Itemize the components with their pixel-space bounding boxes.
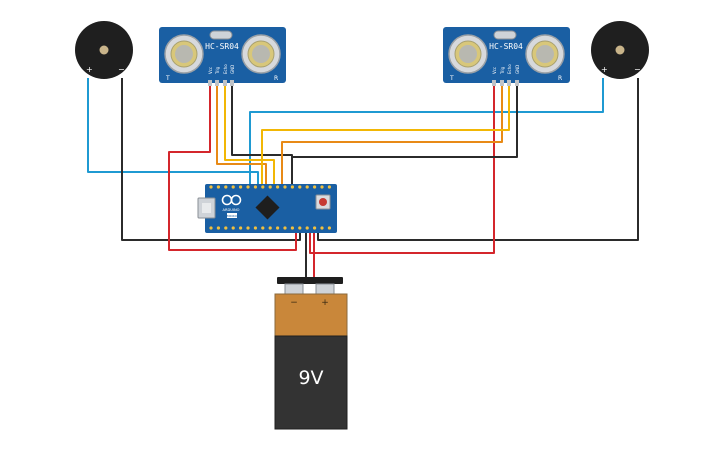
arduino-header-pin	[209, 185, 213, 189]
sensor-left-pin-vcc: Vcc	[208, 67, 213, 74]
ultrasonic-sensor-right[interactable]: HC-SR04 T R Vcc Trig Echo GND	[443, 27, 570, 86]
arduino-brand-label: ARDUINO	[223, 208, 240, 212]
arduino-header-pin	[305, 185, 309, 189]
arduino-header-pin	[327, 226, 331, 230]
wires	[87, 78, 639, 282]
microcontroller-chip	[255, 195, 280, 220]
sensor-right-pin-vcc: Vcc	[492, 67, 497, 74]
arduino-header-pin	[268, 185, 272, 189]
arduino-header-pin	[305, 226, 309, 230]
arduino-header-pin	[290, 226, 294, 230]
sensor-right-pin-echo: Echo	[507, 64, 512, 74]
battery-cap	[277, 277, 343, 284]
arduino-header-pin	[224, 185, 228, 189]
wire-right-buzzer-minus[interactable]	[317, 78, 639, 241]
arduino-header-pin	[313, 226, 317, 230]
sensor-right-transmitter	[448, 34, 488, 74]
buzzer-left-plus-label: +	[86, 65, 93, 74]
arduino-model-label: MICRO	[227, 214, 238, 218]
arduino-header-pin	[216, 185, 220, 189]
arduino-header-pin	[290, 185, 294, 189]
arduino-header-pin	[231, 226, 235, 230]
arduino-header-pin	[276, 226, 280, 230]
buzzer-right-plus-label: +	[601, 65, 608, 74]
battery-plus-label: +	[321, 298, 329, 308]
sensor-left-crystal	[209, 30, 233, 40]
arduino-header-pin	[268, 226, 272, 230]
wire-left-buzzer-minus[interactable]	[121, 78, 301, 241]
arduino-header-pin	[253, 185, 257, 189]
ultrasonic-sensor-left[interactable]: HC-SR04 T R Vcc Trig Echo GND	[159, 27, 286, 86]
sensor-right-mark-r: R	[558, 75, 562, 82]
sensor-left-pin-trig: Trig	[215, 66, 220, 75]
wire-left-sensor-trig[interactable]	[216, 82, 267, 186]
arduino-header-pin	[261, 185, 265, 189]
sensor-right-pin-gnd: GND	[515, 65, 520, 74]
arduino-header-pin	[246, 185, 250, 189]
sensor-right-receiver	[525, 34, 565, 74]
battery-voltage-label: 9V	[298, 367, 323, 389]
wire-right-sensor-vcc[interactable]	[309, 82, 495, 254]
arduino-header-pin	[224, 226, 228, 230]
sensor-left-mark-r: R	[274, 75, 278, 82]
wire-right-buzzer-plus[interactable]	[249, 78, 604, 186]
sensor-left-label: HC-SR04	[205, 42, 239, 51]
battery-minus-label: −	[290, 298, 298, 308]
arduino-header-pin	[298, 226, 302, 230]
arduino-header-pin	[320, 226, 324, 230]
sensor-left-receiver	[241, 34, 281, 74]
sensor-right-pin-labels: Vcc Trig Echo GND	[492, 64, 520, 75]
arduino-header-pin	[261, 226, 265, 230]
sensor-right-label: HC-SR04	[489, 42, 523, 51]
arduino-logo: ARDUINO MICRO	[221, 194, 242, 218]
buzzer-right-hole	[615, 45, 625, 55]
wire-left-sensor-echo[interactable]	[224, 82, 275, 186]
arduino-header-pin	[320, 185, 324, 189]
arduino-header-pin	[246, 226, 250, 230]
sensor-left-pins	[208, 80, 234, 86]
arduino-header-pin	[327, 185, 331, 189]
arduino-header-pin	[283, 226, 287, 230]
arduino-micro[interactable]: ARDUINO MICRO	[197, 184, 337, 233]
arduino-header-pin	[209, 226, 213, 230]
sensor-right-pin-trig: Trig	[500, 66, 505, 75]
battery-top	[274, 293, 348, 337]
battery-body	[274, 335, 348, 430]
arduino-header-pin	[239, 226, 243, 230]
sensor-left-pin-echo: Echo	[223, 64, 228, 74]
arduino-header-pin	[283, 185, 287, 189]
sensor-left-transmitter	[164, 34, 204, 74]
sensor-right-pins	[492, 80, 519, 86]
wire-right-sensor-trig[interactable]	[281, 82, 503, 186]
sensor-right-mark-t: T	[449, 75, 454, 82]
buzzer-left-minus-label: −	[118, 65, 125, 74]
arduino-header-pin	[253, 226, 257, 230]
arduino-header-pin	[231, 185, 235, 189]
sensor-left-pin-gnd: GND	[230, 65, 235, 74]
arduino-header-pin	[298, 185, 302, 189]
buzzer-right[interactable]: + −	[591, 21, 649, 79]
reset-button[interactable]	[315, 194, 331, 210]
buzzer-left-hole	[99, 45, 109, 55]
wire-right-sensor-gnd[interactable]	[291, 82, 518, 170]
buzzer-right-minus-label: −	[634, 65, 641, 74]
arduino-header-pin	[216, 226, 220, 230]
battery-9v[interactable]: − + 9V	[274, 277, 348, 430]
sensor-left-mark-t: T	[165, 75, 170, 82]
arduino-header-pin	[276, 185, 280, 189]
arduino-pin-rows	[209, 185, 331, 230]
wire-right-sensor-echo[interactable]	[261, 82, 510, 186]
arduino-header-pin	[313, 185, 317, 189]
buzzer-left[interactable]: + −	[75, 21, 133, 79]
wire-left-buzzer-plus[interactable]	[87, 78, 259, 186]
arduino-header-pin	[239, 185, 243, 189]
sensor-right-crystal	[493, 30, 517, 40]
usb-connector	[197, 197, 216, 219]
wire-left-sensor-vcc[interactable]	[168, 82, 297, 251]
sensor-left-pin-labels: Vcc Trig Echo GND	[208, 64, 235, 75]
